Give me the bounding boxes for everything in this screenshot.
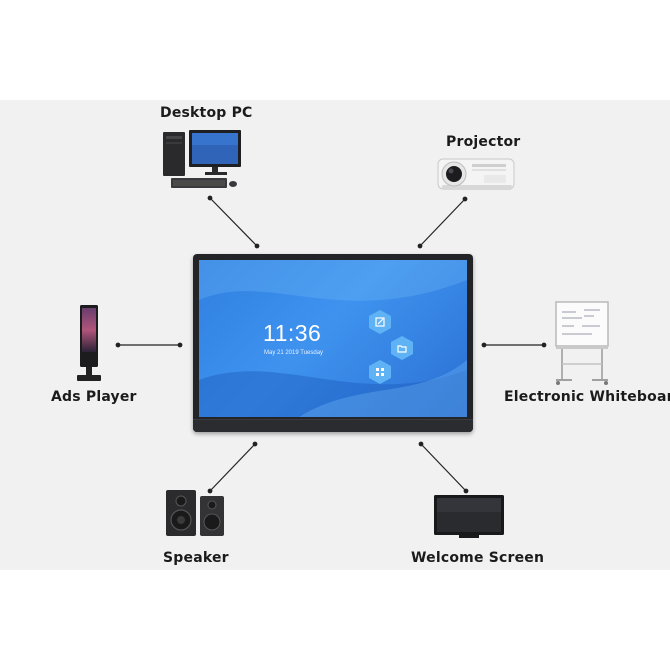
tv-icon bbox=[433, 494, 505, 544]
ads-player-label: Ads Player bbox=[51, 389, 137, 405]
speaker-icon bbox=[164, 488, 226, 542]
desktop-pc-label: Desktop PC bbox=[160, 105, 253, 121]
whiteboard-icon bbox=[554, 300, 610, 390]
display-clock: 11:36 bbox=[263, 320, 322, 346]
speaker-label: Speaker bbox=[163, 550, 229, 566]
folder-app-icon bbox=[391, 336, 413, 360]
projector-label: Projector bbox=[446, 134, 521, 150]
kiosk-icon bbox=[75, 305, 103, 387]
screen-wave-background bbox=[199, 260, 467, 417]
display-screen: 11:36 May 21 2019 Tuesday bbox=[199, 260, 467, 417]
display-bezel bbox=[193, 419, 473, 432]
interactive-display: 11:36 May 21 2019 Tuesday bbox=[193, 254, 473, 432]
apps-grid-icon bbox=[369, 360, 391, 384]
desktop-pc-icon bbox=[163, 130, 243, 198]
projector-icon bbox=[436, 155, 518, 197]
electronic-whiteboard-label: Electronic Whiteboard bbox=[504, 389, 670, 405]
display-date: May 21 2019 Tuesday bbox=[264, 350, 324, 356]
edit-app-icon bbox=[369, 310, 391, 334]
welcome-screen-label: Welcome Screen bbox=[411, 550, 545, 566]
